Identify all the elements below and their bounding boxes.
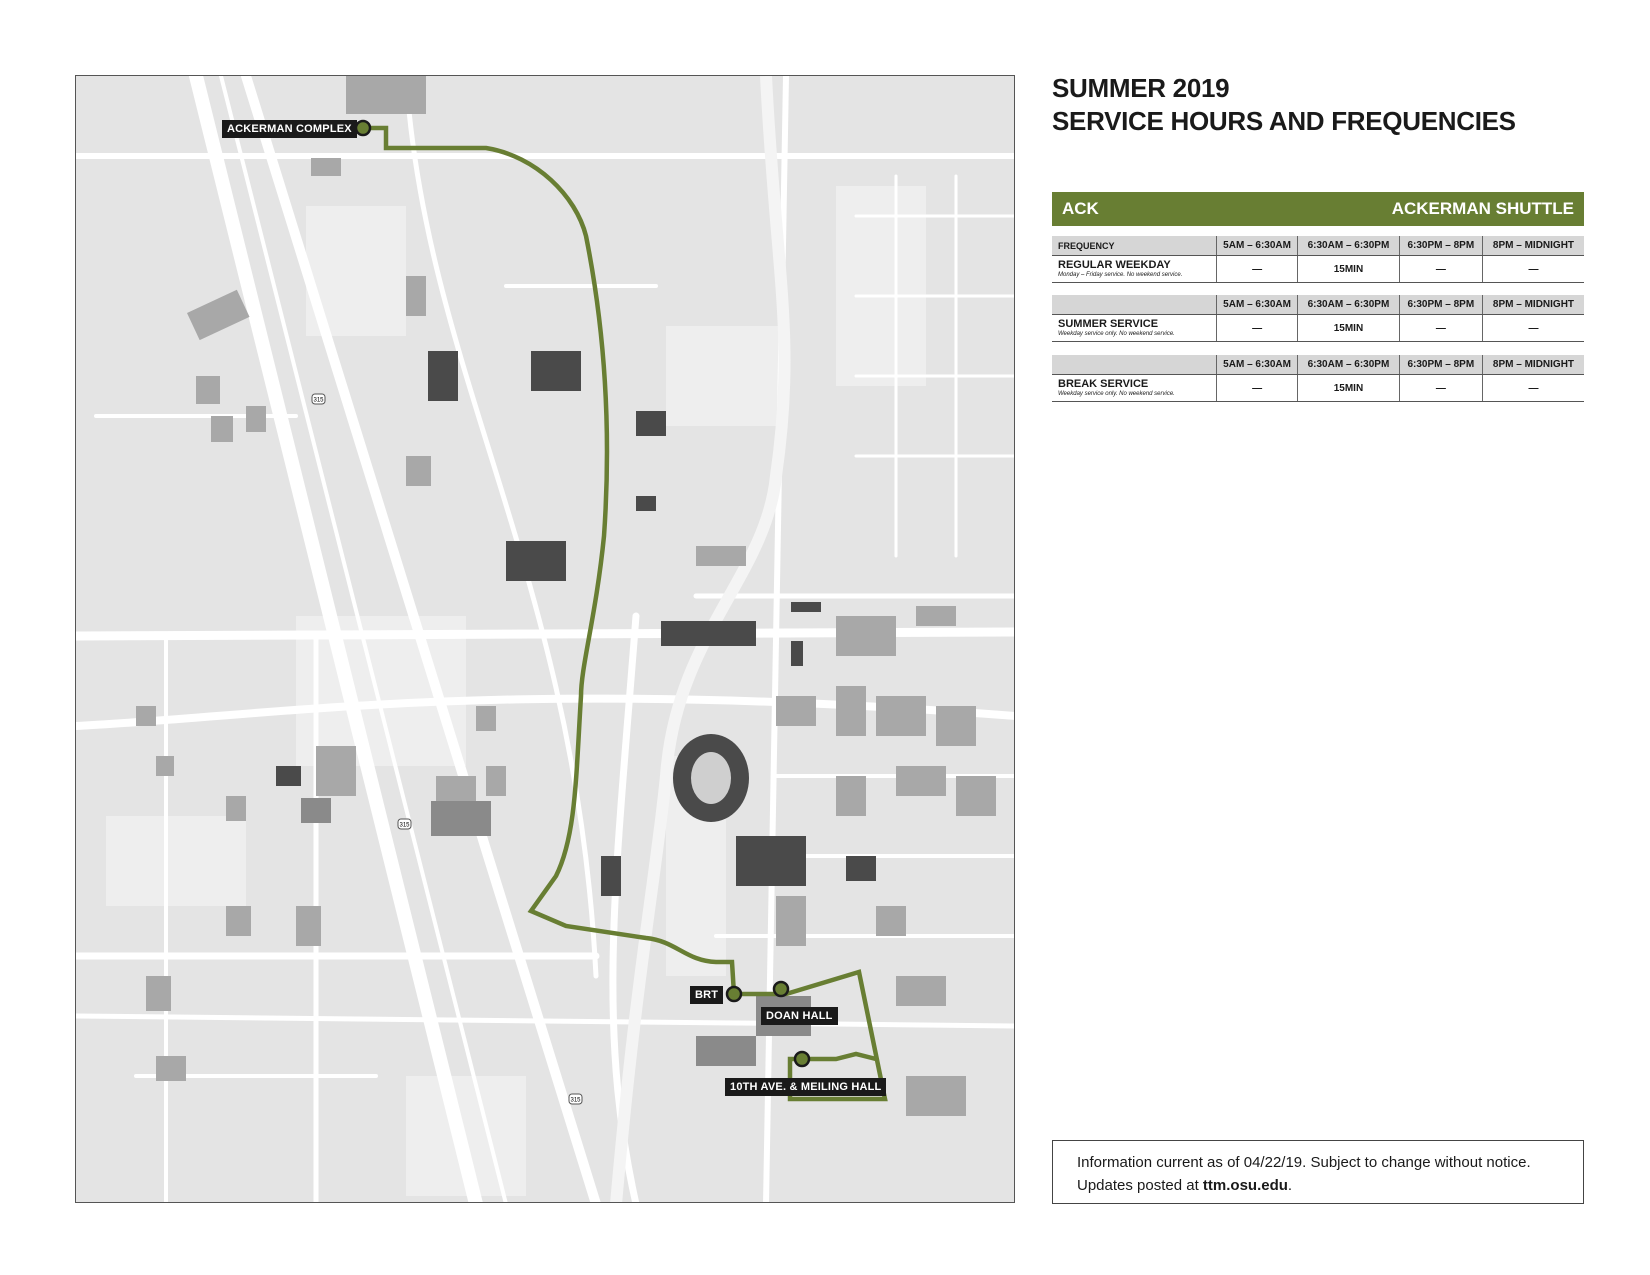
value-cell: — [1398,255,1483,283]
col-header: 6:30PM – 8PM [1398,295,1483,315]
value-cell: — [1398,374,1483,402]
info-box: Information current as of 04/22/19. Subj… [1052,1140,1584,1204]
info-line-2: Updates posted at ttm.osu.edu. [1077,1174,1559,1197]
river [610,76,791,1202]
frequency-label: FREQUENCY [1052,236,1217,256]
value-cell: — [1215,374,1298,402]
schedule-row-summer: SUMMER SERVICE Weekday service only. No … [1052,314,1584,342]
stop-label-brt[interactable]: BRT [690,986,724,1004]
schedule-table-break: 5AM – 6:30AM 6:30AM – 6:30PM 6:30PM – 8P… [1052,355,1584,402]
info-suffix: . [1287,1177,1293,1194]
col-header: 5AM – 6:30AM [1215,236,1298,256]
col-header: 5AM – 6:30AM [1215,355,1298,375]
schedule-header-row: 5AM – 6:30AM 6:30AM – 6:30PM 6:30PM – 8P… [1052,295,1584,315]
info-line-1: Information current as of 04/22/19. Subj… [1077,1154,1531,1171]
value-cell: — [1215,255,1298,283]
open-areas [106,186,926,1196]
schedule-table-regular: FREQUENCY 5AM – 6:30AM 6:30AM – 6:30PM 6… [1052,236,1584,283]
dark-buildings [276,351,876,896]
shield-1: 315 [313,398,324,404]
stop-label-doan[interactable]: DOAN HALL [761,1007,838,1025]
stadium-field [691,752,731,804]
route-name: ACKERMAN SHUTTLE [1391,199,1574,218]
info-prefix: Updates posted at [1077,1177,1203,1194]
service-name: BREAK SERVICE [1058,378,1149,390]
col-header: 6:30PM – 8PM [1398,236,1483,256]
service-note: Weekday service only. No weekend service… [1058,391,1175,397]
service-name: SUMMER SERVICE [1058,318,1159,330]
col-header: 8PM – MIDNIGHT [1481,295,1584,315]
route-header: ACK ACKERMAN SHUTTLE [1052,192,1584,226]
buildings [136,76,996,1116]
col-header: 6:30AM – 6:30PM [1297,355,1400,375]
campus-map[interactable]: 315 315 315 ACKERMAN COMPLEX BRT DOAN HA… [75,75,1015,1203]
route-path[interactable] [363,125,888,1102]
value-cell: 15MIN [1297,374,1400,402]
schedule-table-summer: 5AM – 6:30AM 6:30AM – 6:30PM 6:30PM – 8P… [1052,295,1584,342]
value-cell: — [1481,255,1584,283]
service-note: Monday – Friday service. No weekend serv… [1058,272,1183,278]
value-cell: — [1215,314,1298,342]
route-code: ACK [1062,199,1099,218]
col-header: 8PM – MIDNIGHT [1481,236,1584,256]
hatched-buildings [301,798,811,1066]
shield-2: 315 [399,823,410,829]
value-cell: 15MIN [1297,314,1400,342]
highway-shields: 315 315 315 [311,393,583,1105]
service-name: REGULAR WEEKDAY [1058,259,1171,271]
shield-3: 315 [570,1098,581,1104]
title-line-1: SUMMER 2019 [1052,73,1230,103]
schedule-header-row: FREQUENCY 5AM – 6:30AM 6:30AM – 6:30PM 6… [1052,236,1584,256]
value-cell: — [1481,314,1584,342]
value-cell: — [1481,374,1584,402]
col-header: 5AM – 6:30AM [1215,295,1298,315]
value-cell: — [1398,314,1483,342]
schedule-row-break: BREAK SERVICE Weekday service only. No w… [1052,374,1584,402]
empty-cell [1052,295,1217,315]
map-canvas: 315 315 315 [76,76,1014,1202]
empty-cell [1052,355,1217,375]
col-header: 6:30PM – 8PM [1398,355,1483,375]
title-line-2: SERVICE HOURS AND FREQUENCIES [1052,106,1516,136]
service-cell: SUMMER SERVICE Weekday service only. No … [1052,314,1217,342]
schedule-row-regular: REGULAR WEEKDAY Monday – Friday service.… [1052,255,1584,283]
stop-label-ackerman[interactable]: ACKERMAN COMPLEX [222,120,357,138]
website-link[interactable]: ttm.osu.edu [1202,1177,1288,1194]
service-cell: REGULAR WEEKDAY Monday – Friday service.… [1052,255,1217,283]
col-header: 6:30AM – 6:30PM [1297,295,1400,315]
value-cell: 15MIN [1297,255,1400,283]
page-title: SUMMER 2019 SERVICE HOURS AND FREQUENCIE… [1052,72,1516,138]
schedule-header-row: 5AM – 6:30AM 6:30AM – 6:30PM 6:30PM – 8P… [1052,355,1584,375]
service-cell: BREAK SERVICE Weekday service only. No w… [1052,374,1217,402]
service-note: Weekday service only. No weekend service… [1058,331,1175,337]
col-header: 8PM – MIDNIGHT [1481,355,1584,375]
stop-label-tenth[interactable]: 10TH AVE. & MEILING HALL [725,1078,887,1096]
col-header: 6:30AM – 6:30PM [1297,236,1400,256]
